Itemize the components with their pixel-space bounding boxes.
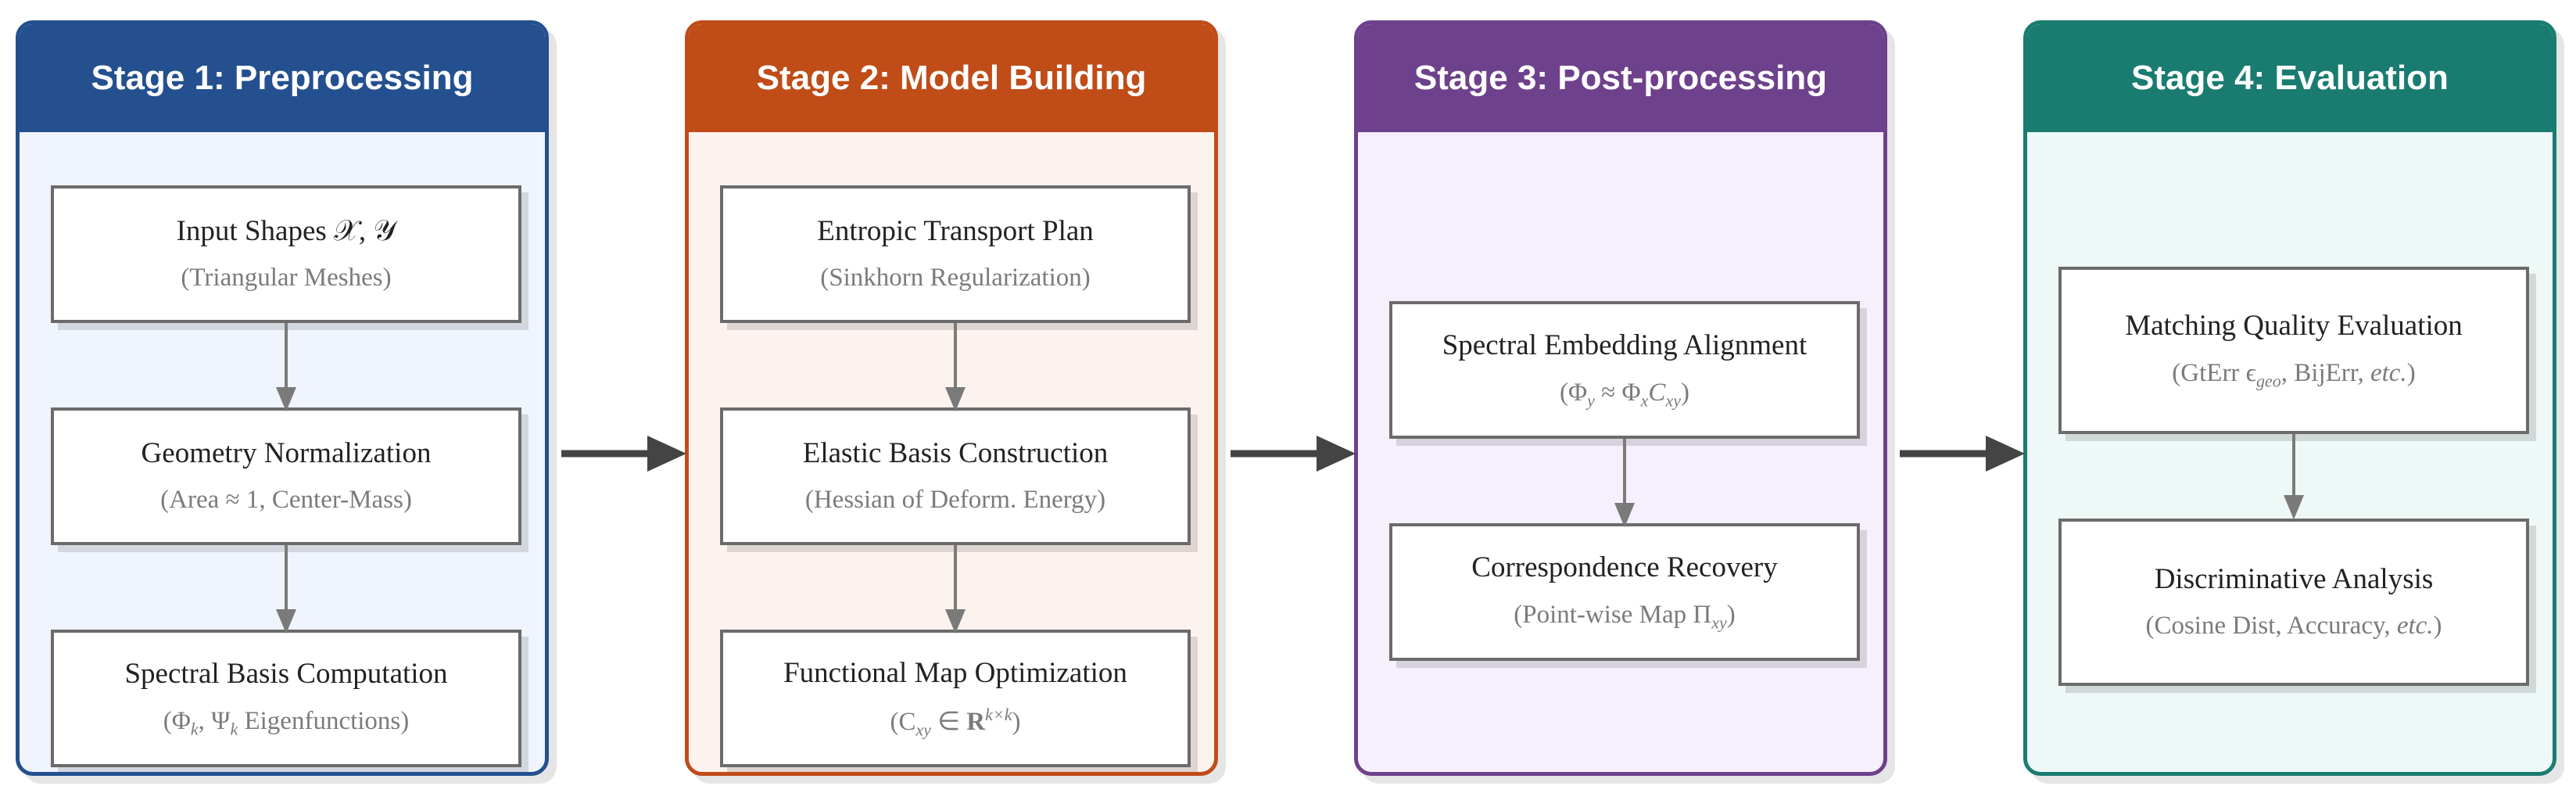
correspondence-recovery-box: Correspondence Recovery (Point-wise Map …	[1389, 523, 1860, 661]
correspondence-recovery-title: Correspondence Recovery	[1471, 551, 1778, 584]
entropic-transport-box: Entropic Transport Plan (Sinkhorn Regula…	[720, 185, 1191, 323]
stage-4-title: Stage 4: Evaluation	[2131, 59, 2449, 97]
input-shapes-box: Input Shapes 𝒳, 𝒴 (Triangular Meshes)	[51, 185, 521, 323]
spectral-basis-title: Spectral Basis Computation	[124, 658, 448, 691]
stage-1-panel: Stage 1: Preprocessing Input Shapes 𝒳, 𝒴…	[16, 20, 549, 776]
stage-4-body: Matching Quality Evaluation (GtErr ϵgeo,…	[2027, 132, 2553, 772]
spectral-embedding-title: Spectral Embedding Alignment	[1442, 329, 1807, 362]
correspondence-recovery-subtitle: (Point-wise Map Πxy)	[1514, 600, 1736, 633]
elastic-basis-title: Elastic Basis Construction	[802, 437, 1109, 469]
stage-3-title: Stage 3: Post-processing	[1413, 59, 1828, 97]
spectral-basis-box: Spectral Basis Computation (Φk, Ψk Eigen…	[51, 630, 521, 767]
stage-3-header: Stage 3: Post-processing	[1358, 24, 1883, 132]
discriminative-analysis-title: Discriminative Analysis	[2154, 563, 2434, 595]
entropic-transport-subtitle: (Sinkhorn Regularization)	[820, 264, 1091, 293]
entropic-transport-title: Entropic Transport Plan	[817, 215, 1094, 247]
stage-3-panel: Stage 3: Post-processing Spectral Embedd…	[1354, 20, 1887, 776]
elastic-basis-box: Elastic Basis Construction (Hessian of D…	[720, 407, 1191, 545]
geometry-normalization-title: Geometry Normalization	[141, 437, 432, 469]
stage-2-header: Stage 2: Model Building	[689, 24, 1214, 132]
elastic-basis-subtitle: (Hessian of Deform. Energy)	[804, 486, 1106, 515]
functional-map-box: Functional Map Optimization (Cxy ∈ Rk×k)	[720, 630, 1191, 767]
stage-1-body: Input Shapes 𝒳, 𝒴 (Triangular Meshes) Ge…	[20, 132, 545, 772]
stage-1-to-2-arrow	[561, 436, 686, 472]
stage-4-header: Stage 4: Evaluation	[2027, 24, 2553, 132]
stage-1-header: Stage 1: Preprocessing	[20, 24, 545, 132]
stage-3-body: Spectral Embedding Alignment (Φy ≈ ΦxCxy…	[1358, 132, 1883, 772]
stage-2-panel: Stage 2: Model Building Entropic Transpo…	[685, 20, 1218, 776]
functional-map-subtitle: (Cxy ∈ Rk×k)	[890, 705, 1021, 740]
spectral-embedding-box: Spectral Embedding Alignment (Φy ≈ ΦxCxy…	[1389, 301, 1860, 439]
functional-map-title: Functional Map Optimization	[783, 656, 1127, 689]
geometry-normalization-box: Geometry Normalization (Area ≈ 1, Center…	[51, 407, 521, 545]
matching-quality-title: Matching Quality Evaluation	[2125, 310, 2463, 343]
matching-quality-subtitle: (GtErr ϵgeo, BijErr, etc.)	[2172, 358, 2416, 391]
discriminative-analysis-box: Discriminative Analysis (Cosine Dist, Ac…	[2058, 519, 2529, 686]
stage-4-panel: Stage 4: Evaluation Matching Quality Eva…	[2023, 20, 2556, 776]
stage-2-title: Stage 2: Model Building	[756, 59, 1147, 97]
stage-1-title: Stage 1: Preprocessing	[91, 59, 474, 97]
input-shapes-title: Input Shapes 𝒳, 𝒴	[176, 215, 396, 247]
geometry-normalization-subtitle: (Area ≈ 1, Center-Mass)	[160, 486, 412, 515]
spectral-basis-subtitle: (Φk, Ψk Eigenfunctions)	[163, 706, 410, 739]
input-shapes-subtitle: (Triangular Meshes)	[181, 264, 392, 293]
spectral-embedding-subtitle: (Φy ≈ ΦxCxy)	[1560, 378, 1689, 411]
stage-2-body: Entropic Transport Plan (Sinkhorn Regula…	[689, 132, 1214, 772]
stage-2-to-3-arrow	[1231, 436, 1356, 472]
stage-3-to-4-arrow	[1900, 436, 2025, 472]
matching-quality-box: Matching Quality Evaluation (GtErr ϵgeo,…	[2058, 267, 2529, 434]
discriminative-analysis-subtitle: (Cosine Dist, Accuracy, etc.)	[2145, 612, 2442, 641]
